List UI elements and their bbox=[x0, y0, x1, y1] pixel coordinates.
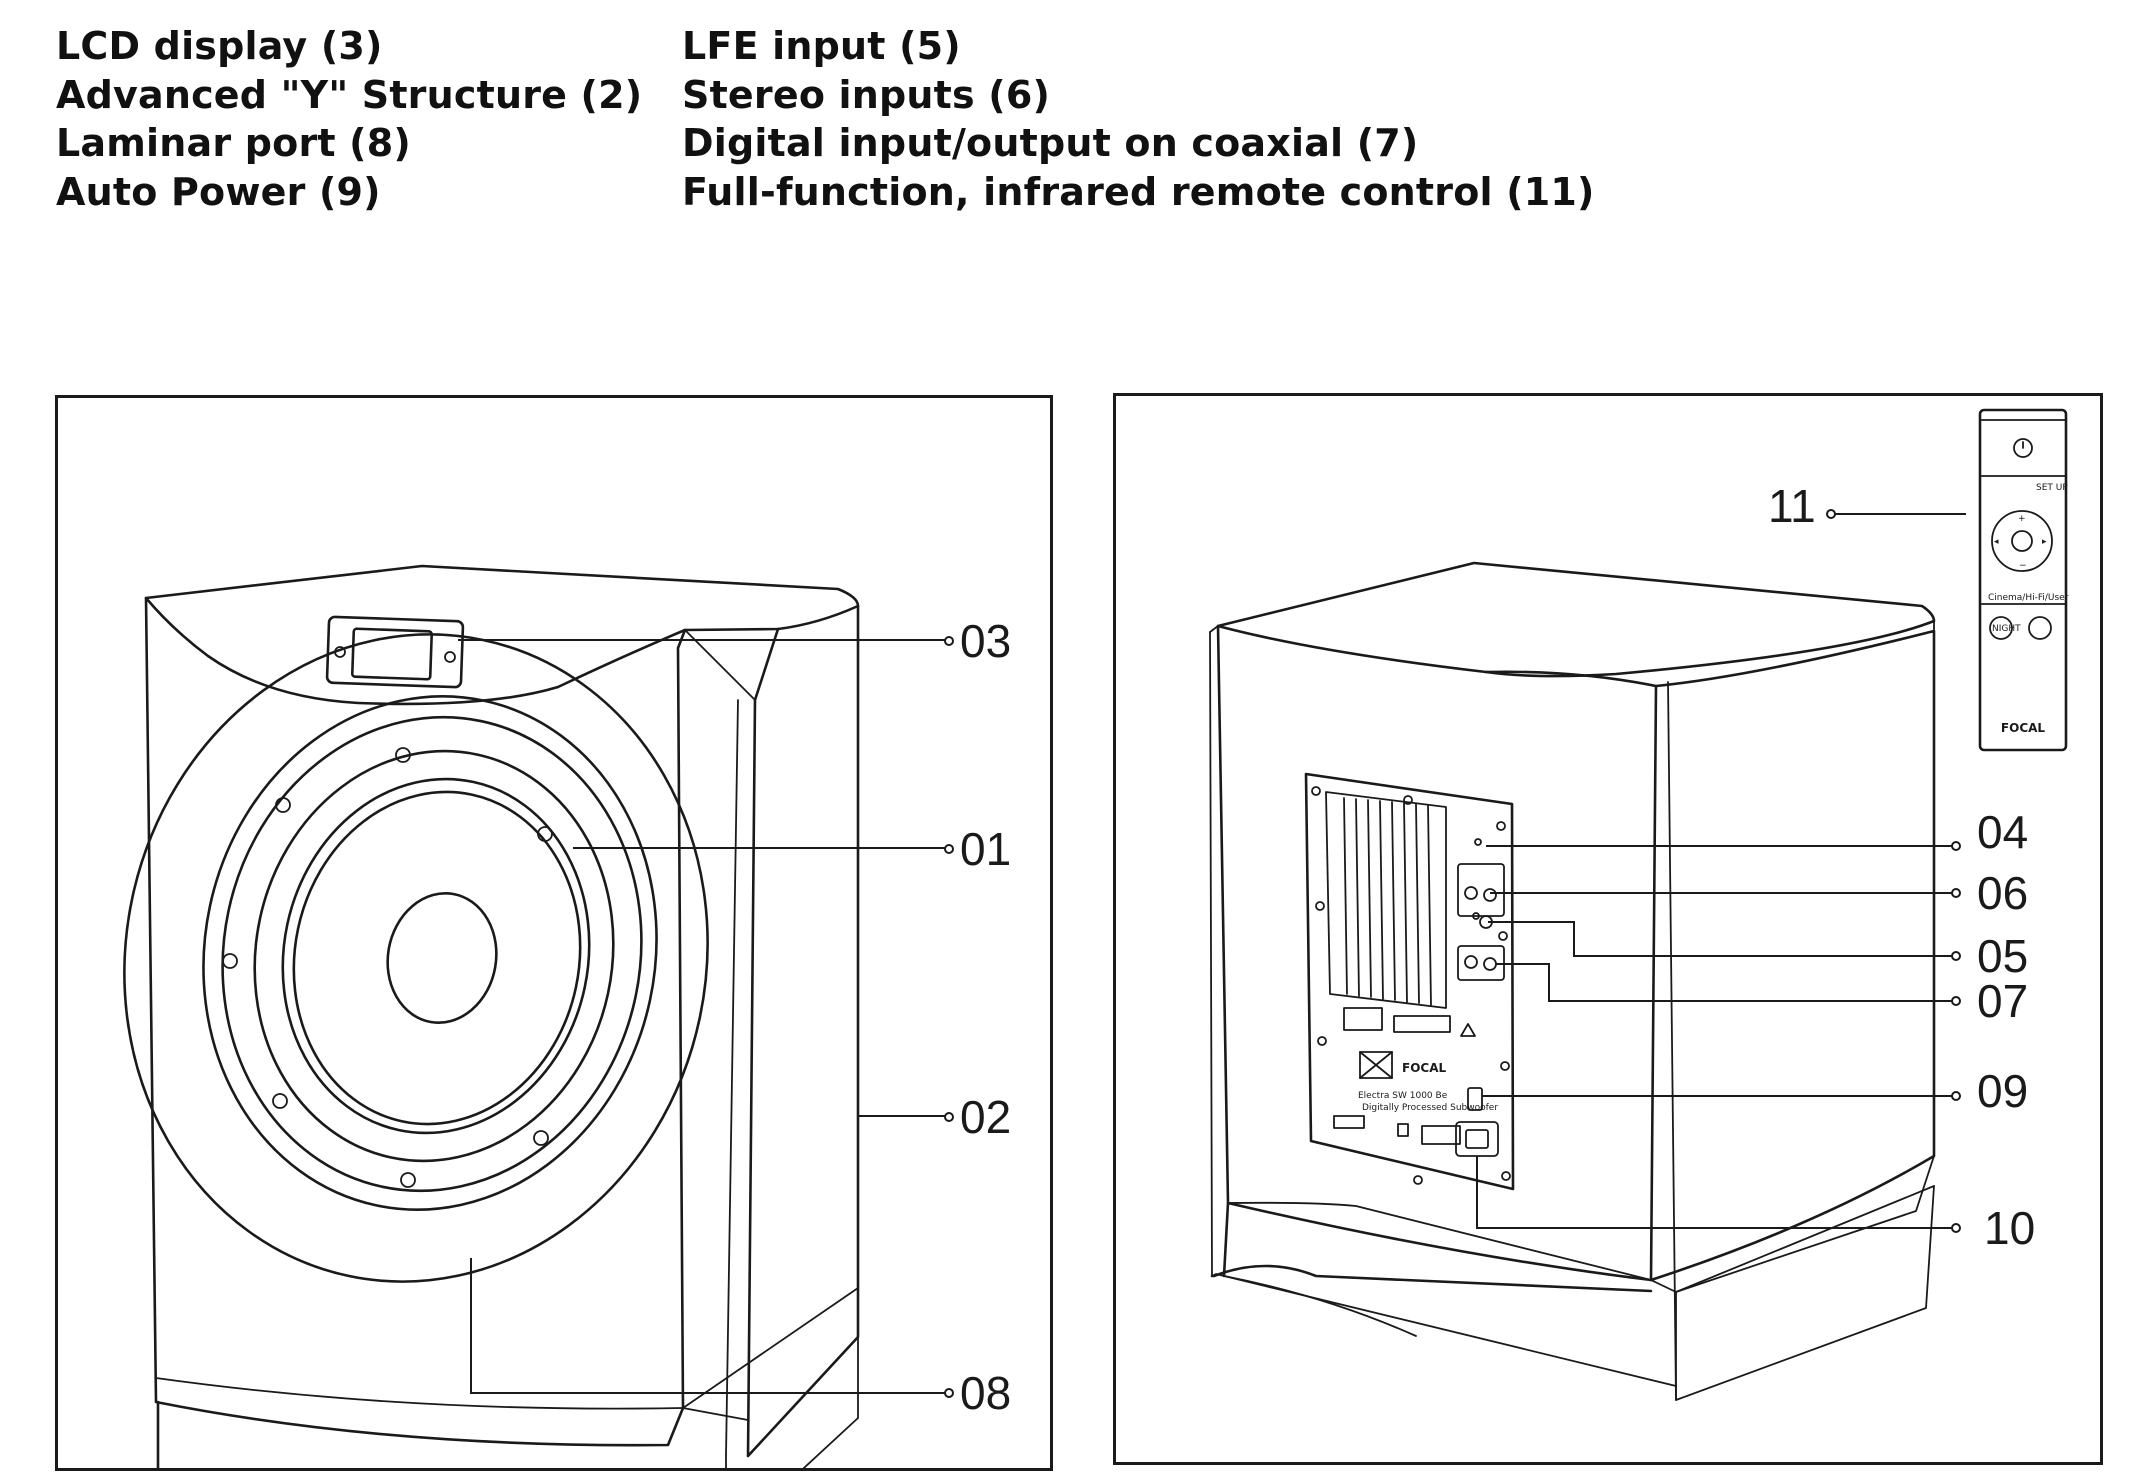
callout-09: 09 bbox=[1977, 1065, 2028, 1117]
feature-lfe-input: LFE input (5) bbox=[682, 24, 961, 68]
feature-lcd-display: LCD display (3) bbox=[56, 24, 383, 68]
subwoofer-rear-illustration: FOCAL Electra SW 1000 Be Digitally Proce… bbox=[1209, 408, 2069, 1401]
rear-view-drawing: FOCAL Electra SW 1000 Be Digitally Proce… bbox=[1209, 408, 2069, 1401]
callout-01: 01 bbox=[960, 823, 1011, 875]
remote-power-icon bbox=[2013, 438, 2033, 458]
amp-plate bbox=[1304, 772, 1515, 1191]
callout-10: 10 bbox=[1984, 1202, 2035, 1254]
remote-mode-label: Cinema/Hi-Fi/User bbox=[1988, 593, 2069, 603]
feature-remote-control: Full-function, infrared remote control (… bbox=[682, 169, 1595, 214]
remote-brand: FOCAL bbox=[2001, 721, 2045, 735]
remote-control bbox=[1978, 408, 2068, 752]
front-callout-leaders bbox=[458, 636, 954, 1398]
callout-02: 02 bbox=[960, 1091, 1011, 1143]
feature-stereo-inputs: Stereo inputs (6) bbox=[682, 72, 1051, 117]
feature-y-structure: Advanced "Y" Structure (2) bbox=[56, 72, 643, 117]
remote-setup-label: SET UP bbox=[2036, 483, 2068, 493]
panel-subtitle: Digitally Processed Subwoofer bbox=[1362, 1103, 1498, 1113]
callout-03: 03 bbox=[960, 615, 1011, 667]
panel-brand: FOCAL bbox=[1402, 1061, 1446, 1075]
callout-07: 07 bbox=[1977, 975, 2028, 1027]
rear-callout-leaders bbox=[1476, 509, 1966, 1233]
feature-digital-io: Digital input/output on coaxial (7) bbox=[682, 121, 1419, 165]
subwoofer-front-illustration bbox=[123, 564, 860, 1468]
svg-text:◂: ◂ bbox=[1994, 537, 1999, 547]
feature-list: LCD display (3) Advanced "Y" Structure (… bbox=[56, 22, 1595, 216]
callout-05: 05 bbox=[1977, 930, 2028, 982]
callout-06: 06 bbox=[1977, 867, 2028, 919]
callout-11: 11 bbox=[1768, 480, 1816, 532]
feature-laminar-port: Laminar port (8) bbox=[56, 121, 411, 165]
remote-night-label: NIGHT bbox=[1992, 624, 2021, 634]
panel-model: Electra SW 1000 Be bbox=[1358, 1091, 1448, 1101]
callout-04: 04 bbox=[1977, 806, 2028, 858]
rear-view-panel: FOCAL Electra SW 1000 Be Digitally Proce… bbox=[1113, 393, 2103, 1465]
front-view-drawing: 03 01 02 08 bbox=[123, 564, 1011, 1468]
svg-text:▸: ▸ bbox=[2042, 537, 2047, 547]
feature-auto-power: Auto Power (9) bbox=[56, 169, 381, 214]
heatsink bbox=[1325, 791, 1447, 1009]
feature-column-left: LCD display (3) Advanced "Y" Structure (… bbox=[56, 22, 682, 216]
svg-text:+: + bbox=[2018, 514, 2026, 524]
callout-08: 08 bbox=[960, 1367, 1011, 1419]
remote-dpad bbox=[1991, 510, 2053, 572]
front-view-panel: 03 01 02 08 bbox=[55, 395, 1053, 1471]
feature-column-right: LFE input (5) Stereo inputs (6) Digital … bbox=[682, 22, 1595, 216]
svg-text:−: − bbox=[2019, 561, 2027, 571]
